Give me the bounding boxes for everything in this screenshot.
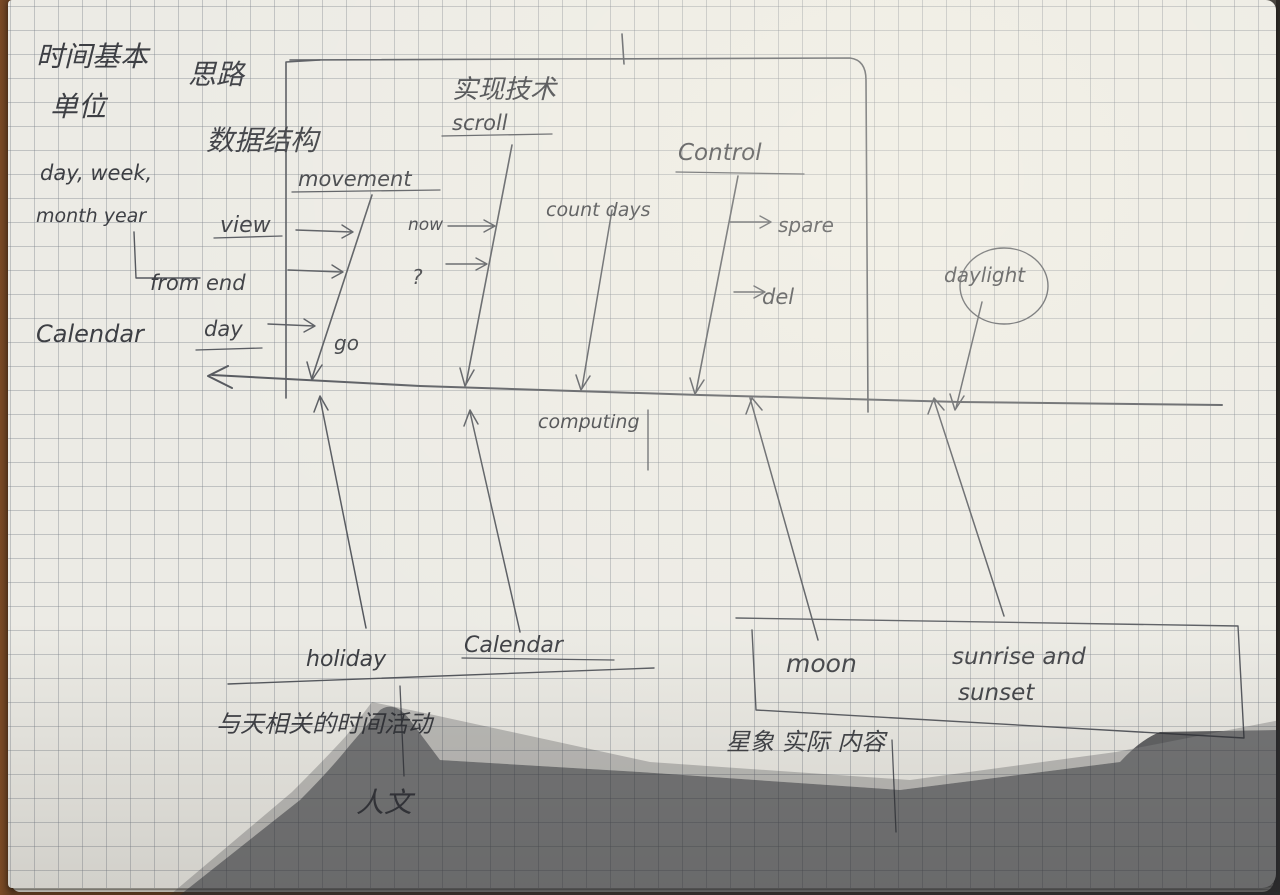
bottom-right-tick: [891, 739, 897, 833]
label-calendar-bottom: Calendar: [464, 633, 565, 658]
label-calendar-left: Calendar: [36, 320, 146, 348]
arrowhead-sunrise: [927, 397, 945, 415]
label-sunrise-and: sunrise and: [952, 644, 1086, 670]
label-moon: moon: [786, 649, 857, 678]
bottom-left-bracket: [227, 667, 655, 685]
arrowhead-control: [689, 377, 705, 395]
bone-movement: [311, 194, 373, 379]
spine-arrowhead: [207, 365, 233, 389]
arrowhead-moon: [745, 397, 763, 415]
underline-movement: [291, 189, 441, 193]
note-culture: 人文: [356, 786, 416, 819]
note-time-basic: 时间基本: [36, 40, 151, 73]
bone-calendar-bottom: [469, 411, 521, 633]
label-now: now: [408, 215, 443, 235]
arrowhead-movement: [306, 361, 323, 381]
movement-bracket: [285, 59, 321, 399]
arrow-del: [733, 285, 766, 299]
label-control: Control: [678, 140, 762, 166]
note-unit: 单位: [50, 90, 109, 123]
arrow-question: [445, 257, 488, 271]
arrow-from-end: [287, 264, 344, 279]
arrowhead-scroll: [459, 367, 475, 387]
arrow-now: [447, 219, 496, 233]
arrowhead-holiday: [313, 395, 329, 413]
label-del: del: [762, 285, 794, 309]
underline-scroll: [441, 133, 553, 137]
underline-calendar-left: [195, 347, 263, 351]
note-data-structure: 数据结构: [206, 124, 321, 157]
bone-sunrise: [933, 399, 1005, 617]
label-day: day: [204, 317, 243, 341]
label-holiday: holiday: [306, 647, 387, 672]
note-units-line1: day, week,: [40, 161, 152, 185]
underline-view: [213, 235, 283, 239]
units-connector: [133, 231, 201, 279]
arrowhead-daylight: [949, 393, 965, 411]
arrowhead-calendar-bottom: [463, 409, 479, 427]
bone-holiday: [319, 397, 367, 629]
bone-daylight: [955, 301, 983, 409]
label-view: view: [220, 213, 272, 238]
bone-moon: [749, 397, 819, 641]
spine-line: [211, 374, 1223, 406]
note-units-line2: month year: [36, 205, 147, 227]
bone-scroll: [465, 144, 513, 385]
tech-box-outline: [289, 57, 869, 413]
note-astronomy: 星象 实际 内容: [726, 728, 888, 756]
label-count-days: count days: [546, 199, 651, 221]
label-implementation: 实现技术: [452, 75, 558, 105]
tech-box-tick: [621, 33, 625, 65]
label-movement: movement: [298, 167, 412, 191]
underline-calendar-bottom: [461, 657, 615, 661]
label-scroll: scroll: [452, 111, 508, 135]
arrowhead-count-days: [575, 374, 591, 391]
bone-control: [695, 175, 739, 393]
label-daylight: daylight: [944, 263, 1026, 287]
bone-count-days: [581, 209, 613, 389]
arrow-view: [295, 224, 354, 239]
label-sunset: sunset: [958, 680, 1035, 706]
label-from-end: from end: [150, 271, 246, 295]
note-approach: 思路: [188, 58, 246, 91]
label-go: go: [334, 331, 359, 355]
label-spare: spare: [778, 213, 834, 237]
bottom-right-box: [735, 617, 1245, 739]
note-sky-activity: 与天相关的时间活动: [216, 710, 435, 738]
label-question: ?: [412, 265, 423, 289]
arrow-spare: [729, 215, 772, 229]
daylight-circle: [959, 247, 1049, 325]
underline-control: [675, 171, 805, 175]
arrow-day: [267, 318, 316, 333]
label-computing: computing: [538, 411, 640, 433]
